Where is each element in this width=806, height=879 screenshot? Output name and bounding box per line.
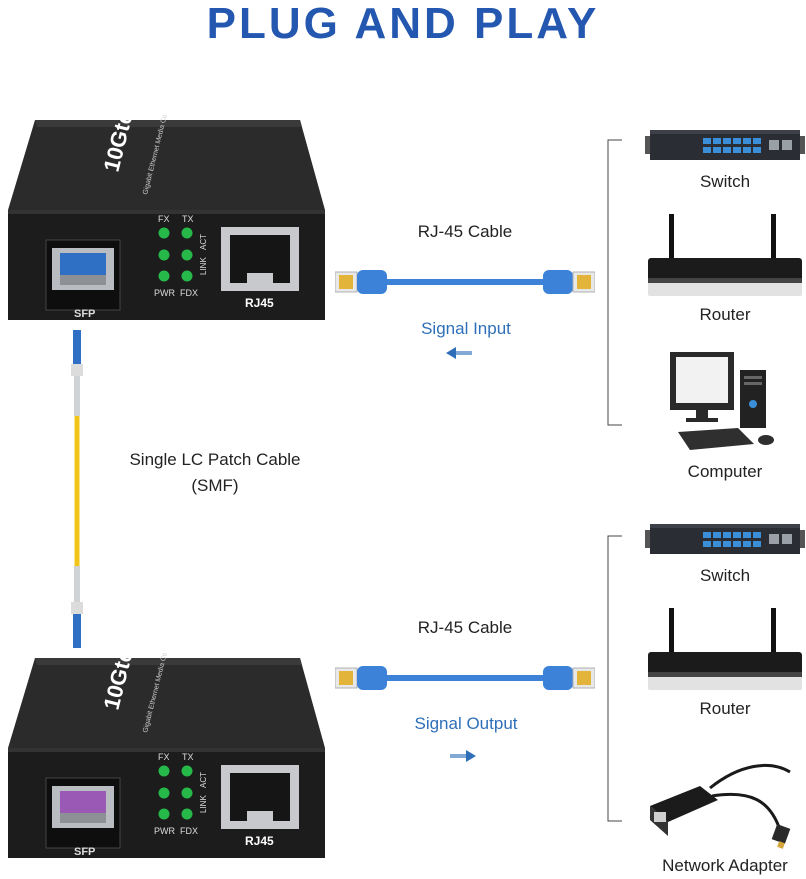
led-fx-label: FX (158, 752, 170, 762)
led-fdx-label: FDX (180, 826, 198, 836)
network-adapter-icon (650, 764, 791, 849)
bottom-device-label-network-adapter: Network Adapter (662, 856, 788, 875)
router-icon (648, 608, 802, 690)
top-rj45-cable (335, 270, 595, 294)
top-device-label-router: Router (699, 305, 751, 324)
patch-cable-type: (SMF) (191, 476, 239, 495)
top-device-label-switch: Switch (699, 172, 751, 191)
router-icon (648, 214, 802, 296)
sfp-label: SFP (74, 846, 95, 858)
computer-icon (670, 352, 774, 450)
led-fdx (181, 270, 193, 282)
led-pwr (158, 808, 170, 820)
rj45-label: RJ45 (245, 834, 274, 848)
led-tx (181, 765, 193, 777)
patch-cable-label: Single LC Patch Cable (SMF) (95, 450, 335, 496)
led-link (158, 787, 170, 799)
led-link-label: LINK (199, 795, 208, 813)
switch-icon (645, 130, 805, 160)
led-link (158, 249, 170, 261)
led-pwr-label: PWR (154, 288, 175, 298)
signal-input-label: Signal Input (421, 319, 511, 338)
led-fx-label: FX (158, 214, 170, 224)
bottom-cable-label: RJ-45 Cable (417, 618, 513, 637)
led-act (181, 249, 193, 261)
led-fx (158, 227, 170, 239)
led-link-label: LINK (199, 257, 208, 275)
led-tx-label: TX (182, 752, 194, 762)
page-title: PLUG AND PLAY (206, 0, 600, 48)
led-fdx-label: FDX (180, 288, 198, 298)
bottom-device-label-router: Router (699, 699, 751, 718)
top-cable-label: RJ-45 Cable (417, 222, 513, 241)
led-pwr (158, 270, 170, 282)
led-tx (181, 227, 193, 239)
bottom-media-converter: 10Gtek Gigabit Ethernet Media Converter … (8, 653, 325, 858)
switch-icon (645, 524, 805, 554)
led-fx (158, 765, 170, 777)
signal-output-label: Signal Output (414, 714, 518, 733)
sfp-label: SFP (74, 308, 95, 320)
bottom-rj45-cable (335, 666, 595, 690)
lc-patch-cable (71, 330, 83, 648)
led-pwr-label: PWR (154, 826, 175, 836)
led-act-label: ACT (199, 234, 208, 250)
signal-output-arrow-icon (450, 750, 476, 762)
top-device-label-computer: Computer (687, 462, 763, 481)
led-tx-label: TX (182, 214, 194, 224)
bottom-device-bracket (607, 535, 622, 822)
led-act-label: ACT (199, 772, 208, 788)
bottom-device-label-switch: Switch (699, 566, 751, 585)
patch-cable-name: Single LC Patch Cable (129, 450, 301, 469)
rj45-label: RJ45 (245, 296, 274, 310)
signal-input-arrow-icon (446, 347, 472, 359)
top-media-converter: 10Gtek Gigabit Ethernet Media Converter … (8, 115, 325, 320)
led-act (181, 787, 193, 799)
top-device-bracket (607, 139, 622, 426)
led-fdx (181, 808, 193, 820)
